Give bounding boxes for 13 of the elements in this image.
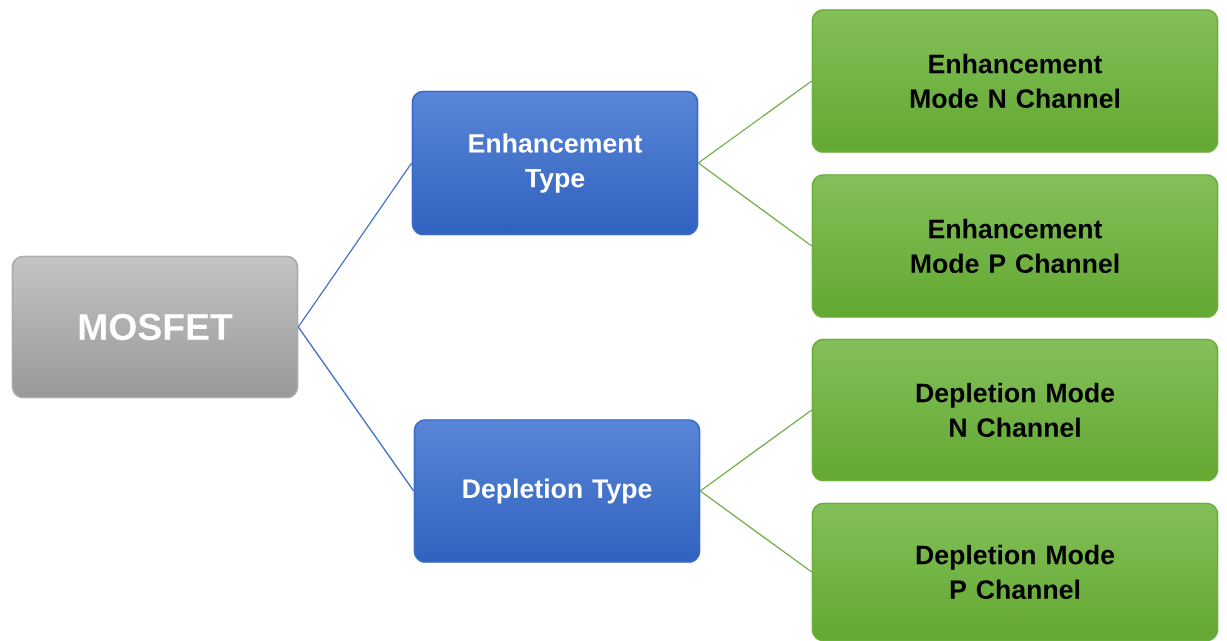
root-box: MOSFET [11,255,299,399]
connector [697,80,813,164]
mode-box: Enhancement Mode P Channel [811,174,1219,318]
mode-box: Enhancement Mode N Channel [811,9,1219,153]
mode-box: Depletion Mode P Channel [811,502,1219,641]
connector [697,162,813,247]
type-box: Depletion Type [413,419,701,563]
type-box: Enhancement Type [411,90,699,236]
connector [297,162,413,328]
connector [699,490,813,573]
connector [297,326,415,492]
mode-box: Depletion Mode N Channel [811,338,1219,482]
connector [699,409,813,492]
